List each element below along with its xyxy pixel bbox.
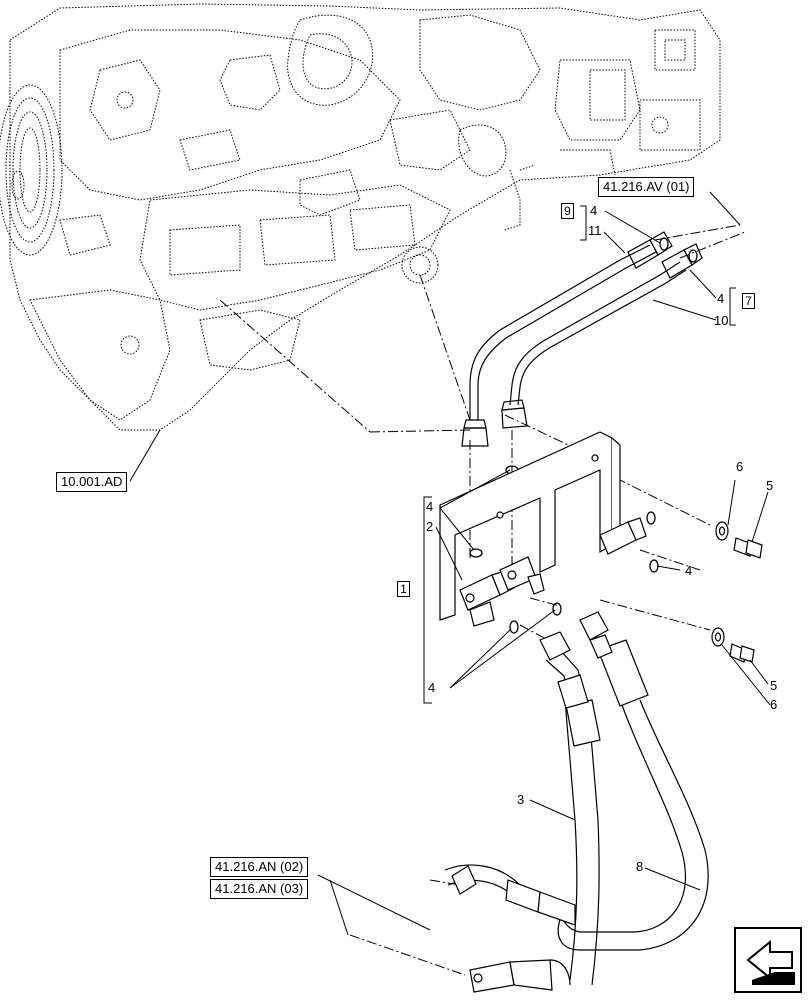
callout-4: 4: [590, 203, 598, 218]
callout-4: 4: [685, 563, 693, 578]
steel-pipes-upper: [461, 231, 703, 447]
callout-6: 6: [736, 459, 744, 474]
callout-leaders: [129, 191, 771, 936]
next-page-arrow-icon[interactable]: [734, 927, 802, 993]
callout-4: 4: [426, 499, 434, 514]
hoses: [444, 611, 709, 993]
mounting-bracket-assembly: [439, 431, 647, 627]
bolts-and-washers: [711, 521, 763, 663]
ref-10-001-ad[interactable]: 10.001.AD: [56, 472, 128, 492]
callout-8: 8: [636, 859, 644, 874]
engine-block-illustration: [0, 3, 721, 431]
ref-41-216-an-03[interactable]: 41.216.AN (03): [210, 879, 309, 899]
group-label-7: 7: [742, 293, 755, 309]
ref-41-216-an-02[interactable]: 41.216.AN (02): [210, 857, 309, 877]
callout-5: 5: [770, 678, 778, 693]
callout-6: 6: [770, 697, 778, 712]
group-label-9: 9: [561, 203, 574, 219]
callout-2: 2: [426, 519, 434, 534]
callout-4: 4: [717, 291, 725, 306]
callout-4: 4: [428, 680, 436, 695]
callout-5: 5: [766, 478, 774, 493]
callout-11: 11: [588, 223, 602, 238]
callout-3: 3: [517, 792, 525, 807]
group-label-1: 1: [397, 581, 410, 597]
callout-10: 10: [714, 313, 729, 328]
ref-41-216-av-01[interactable]: 41.216.AV (01): [598, 177, 695, 197]
